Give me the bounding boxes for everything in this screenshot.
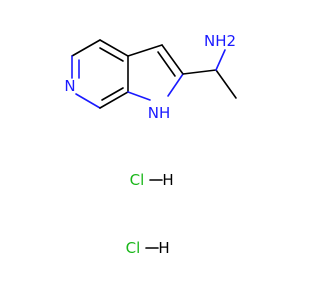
pyridine-n-label: N [64,77,75,95]
bond-c5-c6 [71,39,101,57]
amine-label: NH2 [204,32,236,50]
hcl-2-h-label: H [158,239,169,257]
bond-c2-nh [167,73,184,97]
hcl-2-cl-label: Cl [126,239,141,257]
bond-c7-c7a-double [101,87,124,101]
bond-c7-c7a [99,91,129,109]
bond-c3a-c3 [127,44,163,57]
bond-ch-methyl [215,69,237,99]
hcl-1-h-label: H [162,171,173,189]
bond-c2-ch [182,69,217,75]
hcl-1-cl-label: Cl [130,171,145,189]
bond-c4-c5-double [99,47,124,62]
molecule-drawing: NH2 N NH Cl H Cl H [64,32,237,257]
bond-c3-c2 [161,44,184,75]
bond-n-c7 [75,93,101,109]
pyrrole-nh-label: NH [148,104,171,122]
bond-c3-c2-double [157,51,176,77]
bond-nh-c7a [127,91,151,101]
bond-ch-nh2 [215,49,226,71]
structure-canvas: NH2 N NH Cl H Cl H [64,32,237,257]
bond-c4-c5 [99,39,129,57]
